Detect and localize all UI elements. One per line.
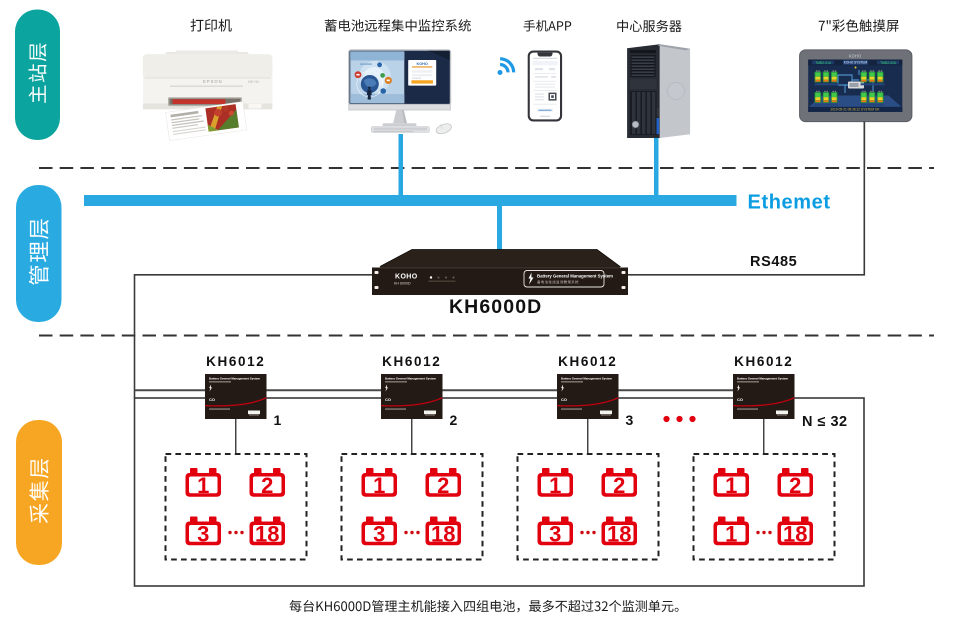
svg-text:1: 1 <box>373 473 385 498</box>
svg-text:3: 3 <box>626 412 634 428</box>
svg-text:KOHO: KOHO <box>416 62 427 66</box>
svg-text:KH6012: KH6012 <box>206 354 265 369</box>
svg-text:2019-05-21 08:36:12 SYSTEM: 2019-05-21 08:36:12 SYSTEM OK <box>830 108 880 112</box>
svg-text:1: 1 <box>725 473 737 498</box>
svg-text:KOHO SYSTEM: KOHO SYSTEM <box>844 61 868 65</box>
svg-text:Battery General Management Sys: Battery General Management System <box>537 274 613 279</box>
svg-text:KH6012: KH6012 <box>382 354 441 369</box>
svg-text:18: 18 <box>255 521 279 546</box>
svg-text:TMB2-02#: TMB2-02# <box>880 61 896 65</box>
svg-text:N ≤ 32: N ≤ 32 <box>802 414 848 430</box>
svg-text:2: 2 <box>261 473 273 498</box>
svg-text:ME+30: ME+30 <box>248 80 259 84</box>
svg-text:KOHO: KOHO <box>849 54 862 59</box>
svg-text:KOHO: KOHO <box>395 274 418 281</box>
svg-text:1: 1 <box>725 521 737 546</box>
svg-text:Ethemet: Ethemet <box>748 192 831 214</box>
svg-text:EPSON: EPSON <box>203 79 223 84</box>
svg-text:18: 18 <box>431 521 455 546</box>
svg-text:1: 1 <box>549 473 561 498</box>
svg-text:1: 1 <box>274 412 282 428</box>
svg-text:KH6000D: KH6000D <box>449 296 542 318</box>
svg-text:KH6012: KH6012 <box>558 354 617 369</box>
svg-text:2: 2 <box>789 473 801 498</box>
svg-text:KH 6000D: KH 6000D <box>394 282 411 286</box>
svg-text:2: 2 <box>450 412 458 428</box>
svg-text:3: 3 <box>549 521 561 546</box>
svg-text:18: 18 <box>783 521 807 546</box>
svg-text:RS485: RS485 <box>750 254 797 270</box>
svg-text:3: 3 <box>197 521 209 546</box>
svg-text:TMB2-01#: TMB2-01# <box>815 61 831 65</box>
svg-text:18: 18 <box>607 521 631 546</box>
svg-text:3: 3 <box>373 521 385 546</box>
svg-text:2: 2 <box>437 473 449 498</box>
svg-text:1: 1 <box>197 473 209 498</box>
svg-text:2: 2 <box>613 473 625 498</box>
svg-text:KH6012: KH6012 <box>734 354 793 369</box>
